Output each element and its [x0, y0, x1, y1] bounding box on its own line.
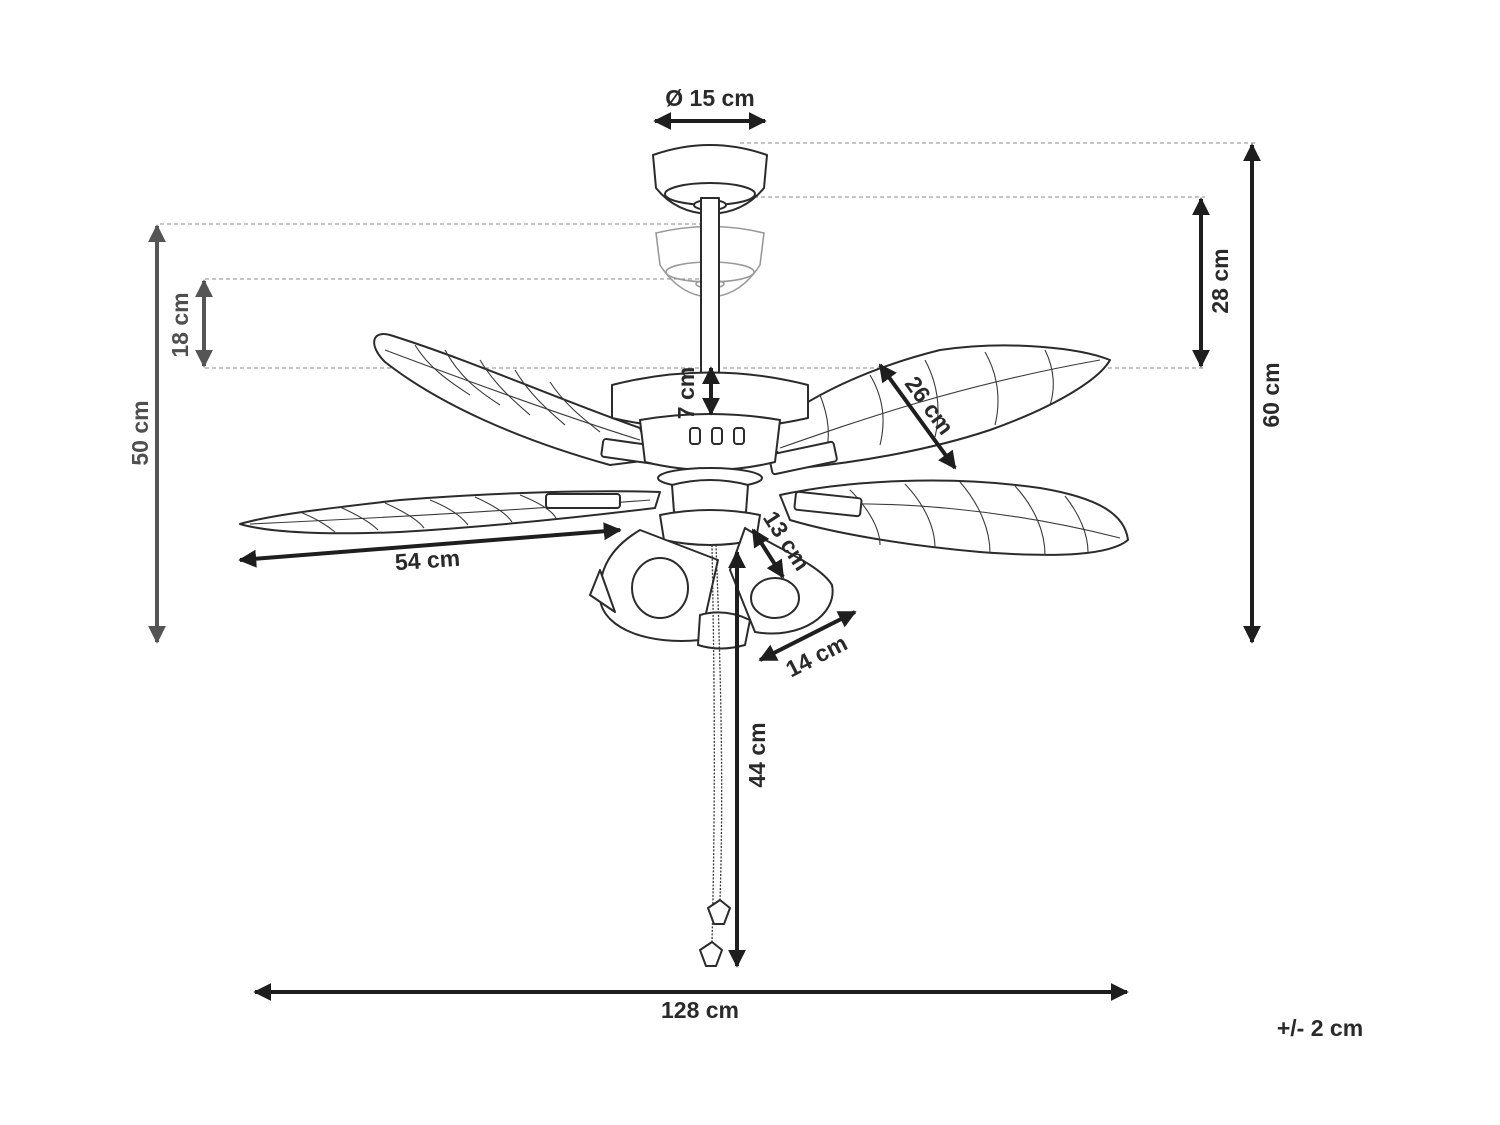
height-downrod-label: 28 cm — [1207, 248, 1233, 313]
blade-front-left — [239, 490, 661, 535]
dimension-arrows — [148, 112, 1261, 1001]
height-adjust-label: 18 cm — [167, 292, 193, 357]
canopy-diameter-label: Ø 15 cm — [665, 85, 755, 111]
span-label: 128 cm — [661, 997, 739, 1023]
blade-length-label: 54 cm — [394, 545, 461, 575]
height-min-label: 50 cm — [127, 400, 153, 465]
height-total-label: 60 cm — [1258, 362, 1284, 427]
shade-diameter-label: 14 cm — [781, 629, 851, 682]
blade-front-right — [779, 479, 1129, 556]
tolerance-label: +/- 2 cm — [1277, 1015, 1363, 1041]
chain-length-label: 44 cm — [744, 722, 770, 787]
downrod — [700, 197, 720, 375]
motor-height-label: 7 cm — [673, 367, 699, 419]
